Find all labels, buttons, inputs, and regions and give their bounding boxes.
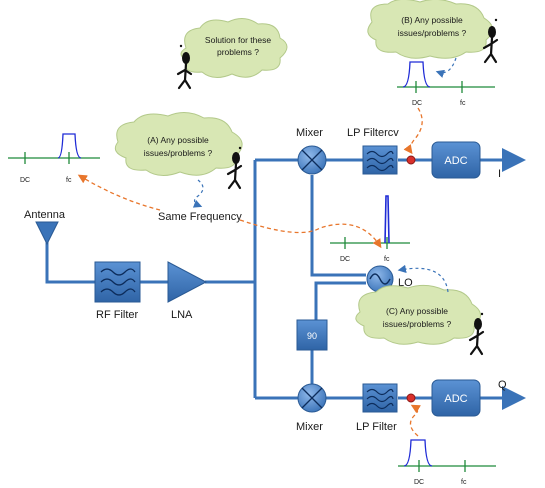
adc-bottom-block (431, 379, 481, 417)
phase-shift-label: 90 (307, 331, 317, 341)
lna-block (167, 261, 208, 303)
arrow-probe-bottom (409, 404, 421, 437)
lna-label: LNA (171, 309, 193, 321)
antenna-label: Antenna (24, 209, 66, 221)
spectrum-bottom-dc: DC (414, 479, 424, 486)
lp-filter-bottom (362, 383, 398, 413)
thinking-figure-solution (176, 44, 193, 90)
thinking-figure-a (226, 146, 243, 190)
cloud-a-line2: issues/problems ? (144, 148, 213, 158)
spectrum-bottom-fc: fc (461, 479, 467, 486)
arrow-cloud-c (397, 264, 449, 293)
spectrum-left-fc: fc (66, 177, 72, 184)
mixer-top (297, 145, 327, 175)
adc-top-label: ADC (444, 155, 467, 167)
phase-shift-block (296, 319, 328, 351)
rf-filter-label: RF Filter (96, 309, 139, 321)
adc-top-block (431, 141, 481, 179)
signal-wires (45, 148, 526, 410)
cloud-b-line2: issues/problems ? (398, 28, 467, 38)
cloud-a-line1: (A) Any possible (147, 135, 209, 145)
spectrum-left-dc: DC (20, 177, 30, 184)
probe-point-bottom (406, 393, 416, 403)
cloud-c-line1: (C) Any possible (386, 306, 448, 316)
probe-point-top (406, 155, 416, 165)
spectrum-lo (330, 195, 410, 249)
spectrum-bottom (398, 439, 496, 472)
lp-filter-bottom-label: LP Filter (356, 421, 397, 433)
output-i-label: I (498, 168, 501, 180)
mixer-bottom-label: Mixer (296, 421, 323, 433)
lp-filter-top (362, 145, 398, 175)
thinking-figure-b (482, 18, 499, 64)
arrow-same-freq-left (77, 174, 161, 211)
spectrum-lo-fc: fc (384, 256, 390, 263)
spectrum-lo-dc: DC (340, 256, 350, 263)
cloud-c (355, 284, 481, 345)
lo-label: LO (398, 277, 413, 289)
spectrum-top (397, 61, 495, 93)
antenna (35, 221, 59, 246)
thinking-figure-c (468, 312, 485, 356)
arrow-cloud-b (435, 57, 457, 78)
output-q-label: Q (498, 379, 507, 391)
same-frequency-label: Same Frequency (158, 211, 242, 223)
mixer-top-label: Mixer (296, 127, 323, 139)
arrow-cloud-a (192, 179, 204, 208)
mixer-bottom (297, 383, 327, 413)
cloud-solution-line2: problems ? (217, 47, 259, 57)
spectrum-left (8, 133, 100, 164)
lp-filter-top-label: LP Filtercv (347, 127, 399, 139)
rf-filter-block (94, 261, 141, 303)
cloud-solution-line1: Solution for these (205, 35, 271, 45)
adc-bottom-label: ADC (444, 393, 467, 405)
spectrum-top-fc: fc (460, 100, 466, 107)
cloud-b (367, 0, 493, 59)
cloud-solution (180, 18, 288, 78)
cloud-c-line2: issues/problems ? (383, 319, 452, 329)
spectrum-top-dc: DC (412, 100, 422, 107)
cloud-b-line1: (B) Any possible (401, 15, 463, 25)
arrow-same-freq-right (239, 219, 382, 249)
arrow-probe-top (403, 107, 423, 155)
